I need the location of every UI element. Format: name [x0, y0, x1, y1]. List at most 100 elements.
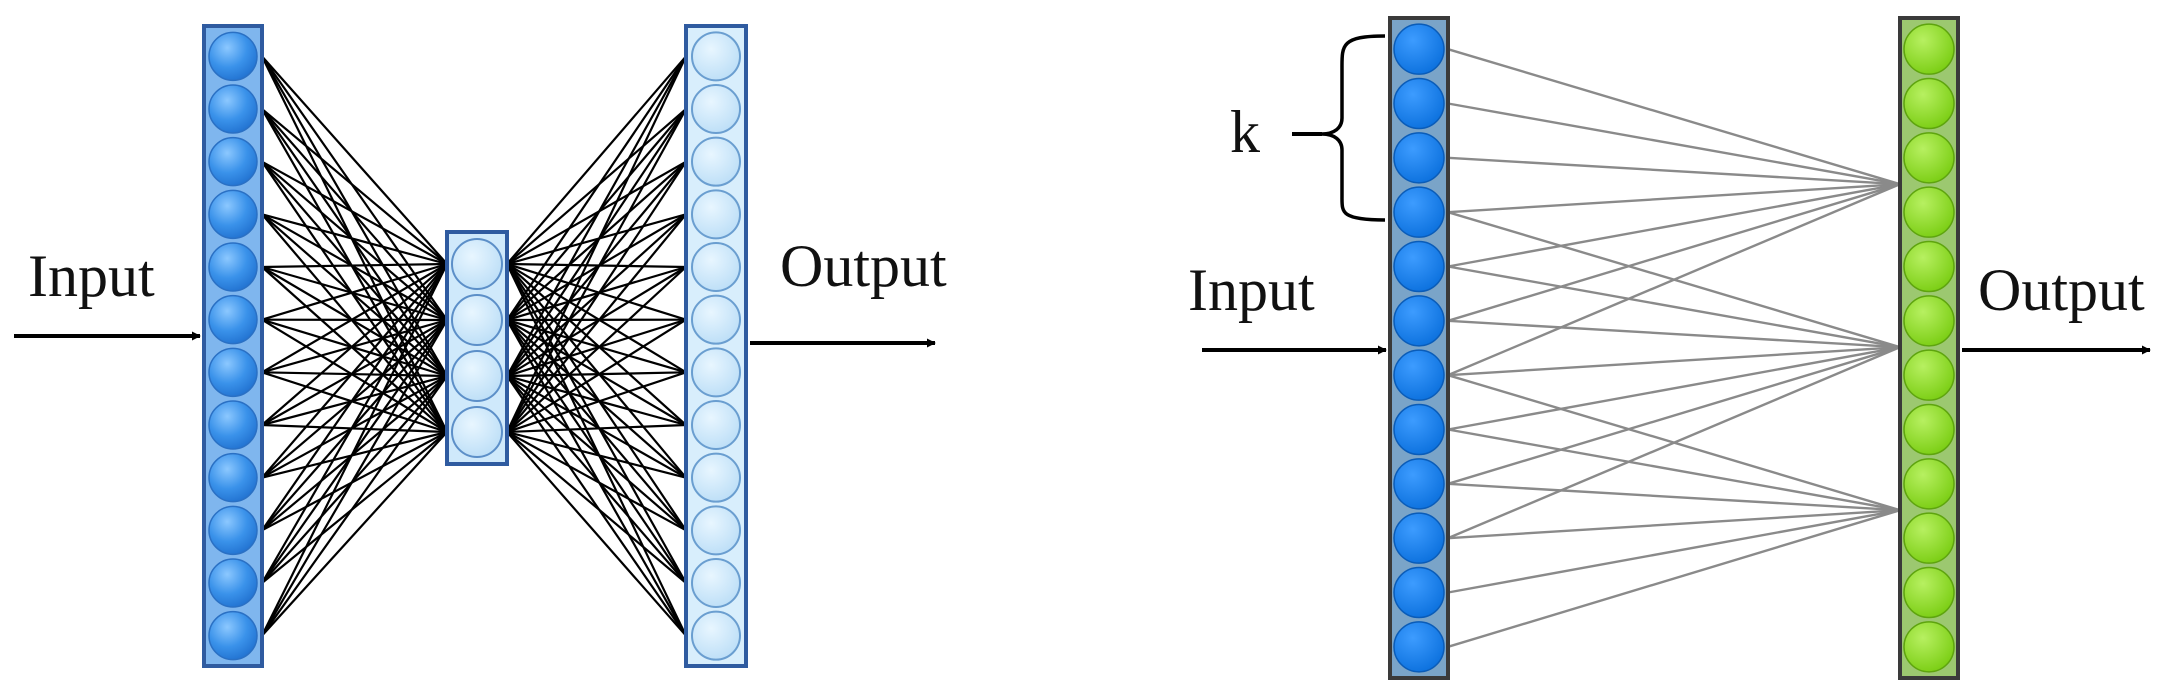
input-neuron [208, 452, 258, 503]
connection-edge [261, 263, 448, 426]
connection-edge [506, 319, 687, 584]
connection-edge [261, 263, 448, 531]
output-neuron [691, 347, 741, 398]
connection-edge [261, 108, 448, 265]
output-neuron [1903, 295, 1955, 347]
connection-edge [506, 55, 687, 321]
connection-edge [506, 319, 687, 479]
sparse-connections [1447, 48, 1901, 648]
connection-edge [261, 262, 448, 321]
connection-edge [1447, 156, 1901, 186]
connection-edge [261, 213, 448, 377]
hidden-neuron [451, 238, 503, 290]
input-neuron [208, 505, 258, 556]
connection-edge [506, 263, 687, 426]
connection-edge [506, 318, 687, 433]
connection-edge [261, 265, 448, 322]
connection-edge [506, 55, 687, 377]
connection-edge [506, 319, 687, 532]
connection-edge [1447, 182, 1901, 214]
connection-edge [261, 161, 448, 433]
k-brace [1321, 34, 1386, 222]
hidden-layer-nodes [451, 238, 503, 458]
output-neuron [1903, 621, 1955, 673]
output-layer-nodes [1903, 23, 1955, 673]
sparse-connection-diagram: k Input Output [1188, 16, 2151, 680]
output-neuron [1903, 240, 1955, 293]
connection-edge [261, 371, 448, 434]
connection-edge [506, 431, 687, 584]
input-neuron [1393, 240, 1445, 293]
connection-edge [261, 375, 448, 479]
connection-edge [261, 371, 448, 378]
output-neuron [691, 558, 741, 608]
output-neuron [691, 505, 741, 556]
output-neuron [691, 610, 741, 661]
input-neuron [208, 347, 258, 398]
input-label: Input [1188, 257, 1315, 323]
connection-edge [1447, 428, 1901, 512]
connection-edge [506, 431, 687, 637]
connection-edge [261, 430, 448, 479]
output-layer-nodes [691, 31, 741, 661]
connection-edge [261, 318, 448, 374]
connection-edge [1447, 374, 1901, 512]
input-neuron [208, 610, 258, 661]
connection-edge [506, 371, 687, 434]
connection-edge [506, 375, 687, 532]
connection-edge [1447, 508, 1901, 594]
connection-edge [1447, 509, 1901, 648]
output-neuron [1903, 349, 1955, 401]
connection-edge [261, 263, 448, 374]
connection-edge [261, 55, 448, 265]
input-neuron [1393, 186, 1445, 238]
connection-edge [261, 374, 448, 427]
hidden-neuron [451, 350, 503, 402]
output-neuron [691, 189, 741, 240]
connection-edge [506, 266, 687, 433]
input-neuron [208, 136, 258, 187]
connection-edge [261, 263, 448, 584]
output-neuron [1903, 77, 1955, 130]
connection-edge [261, 375, 448, 637]
connection-edge [506, 375, 687, 479]
connection-edge [506, 263, 687, 479]
output-neuron [691, 400, 741, 450]
input-layer-nodes [208, 31, 258, 661]
connection-edge [1447, 265, 1901, 349]
connection-edge [261, 431, 448, 532]
connection-edge [506, 55, 687, 433]
input-layer-nodes [1393, 23, 1445, 673]
input-neuron [1393, 458, 1445, 510]
connection-edge [1447, 183, 1901, 322]
autoencoder-connections [261, 55, 687, 637]
k-label: k [1230, 99, 1260, 165]
input-neuron [208, 31, 258, 82]
input-neuron [208, 294, 258, 345]
connection-edge [261, 213, 448, 266]
connection-edge [506, 263, 687, 374]
connection-edge [506, 55, 687, 265]
connection-edge [261, 263, 448, 479]
connection-edge [261, 213, 448, 433]
connection-edge [261, 266, 448, 377]
connection-edge [506, 431, 687, 532]
connection-edge [261, 431, 448, 637]
input-neuron [1393, 512, 1445, 564]
output-neuron [1903, 512, 1955, 564]
input-neuron [1393, 349, 1445, 401]
input-neuron [1393, 23, 1445, 75]
connection-edge [261, 318, 448, 433]
connection-edge [506, 318, 687, 378]
connection-edge [261, 423, 448, 434]
connection-edge [261, 160, 448, 321]
input-neuron [208, 558, 258, 608]
connection-edge [1447, 319, 1901, 349]
output-neuron [691, 84, 741, 134]
output-neuron [1903, 566, 1955, 619]
connection-edge [506, 318, 687, 374]
output-neuron [691, 31, 741, 82]
connection-edge [1447, 508, 1901, 540]
input-neuron [1393, 132, 1445, 184]
